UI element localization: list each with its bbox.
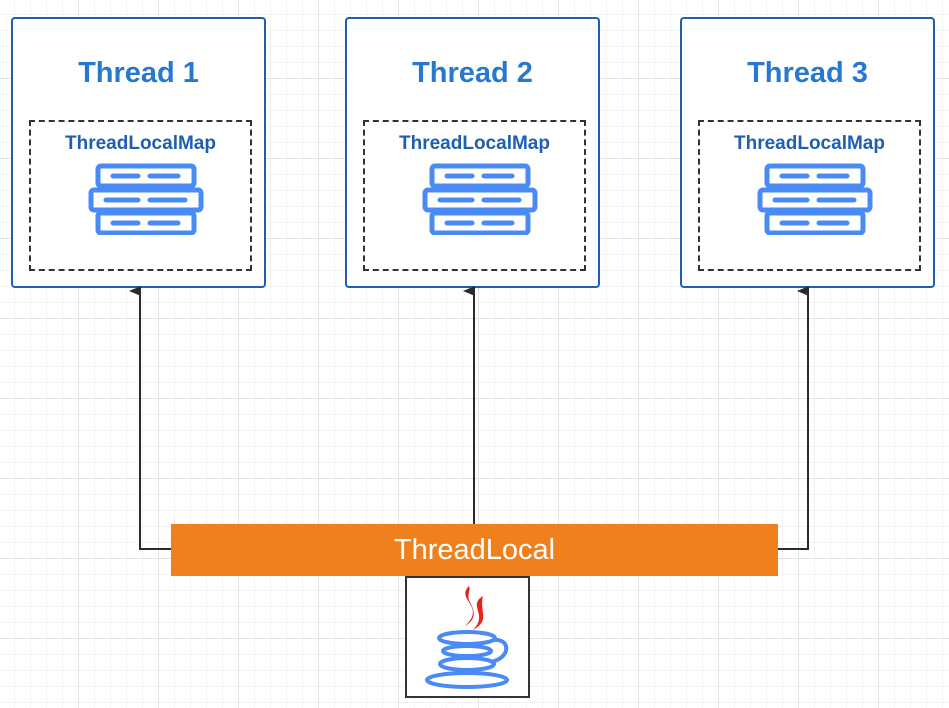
connector-arrow-thread-1 bbox=[129, 286, 171, 550]
connector-arrow-thread-3 bbox=[778, 286, 809, 550]
database-table-icon bbox=[88, 163, 204, 235]
java-logo-box bbox=[405, 576, 530, 698]
thread-2-box: Thread 2 ThreadLocalMap bbox=[345, 17, 600, 288]
thread-2-threadlocalmap-label: ThreadLocalMap bbox=[399, 133, 550, 154]
thread-3-box: Thread 3 ThreadLocalMap bbox=[680, 17, 935, 288]
thread-3-title: Thread 3 bbox=[747, 57, 868, 89]
database-table-icon bbox=[422, 163, 538, 235]
thread-3-threadlocalmap-label: ThreadLocalMap bbox=[734, 133, 885, 154]
thread-1-box: Thread 1 ThreadLocalMap bbox=[11, 17, 266, 288]
threadlocal-label: ThreadLocal bbox=[393, 533, 556, 566]
thread-1-threadlocalmap-box: ThreadLocalMap bbox=[29, 120, 252, 271]
thread-1-title: Thread 1 bbox=[78, 57, 199, 89]
thread-2-title: Thread 2 bbox=[412, 57, 533, 89]
database-table-icon bbox=[757, 163, 873, 235]
thread-3-threadlocalmap-box: ThreadLocalMap bbox=[698, 120, 921, 271]
threadlocal-bar: ThreadLocal bbox=[171, 524, 778, 576]
thread-2-threadlocalmap-box: ThreadLocalMap bbox=[363, 120, 586, 271]
thread-1-threadlocalmap-label: ThreadLocalMap bbox=[65, 133, 216, 154]
java-coffee-cup-icon bbox=[425, 586, 509, 689]
